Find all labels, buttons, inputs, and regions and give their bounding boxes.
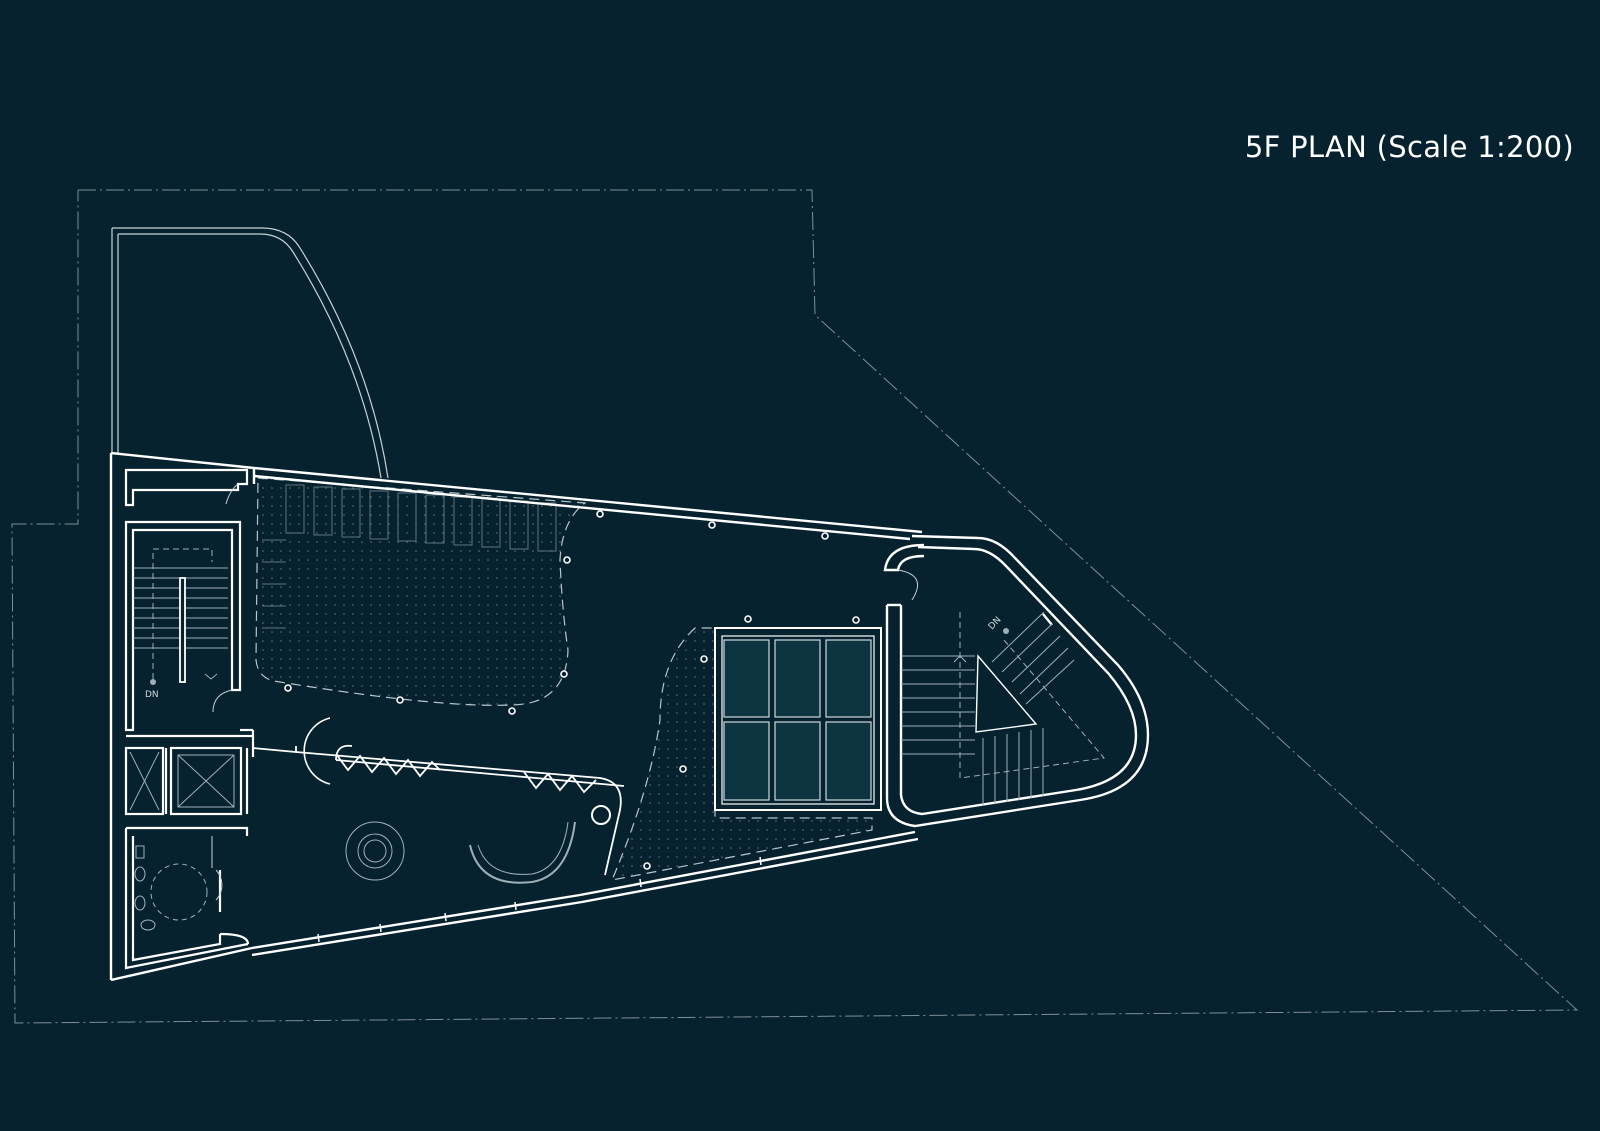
left-stair <box>133 548 228 683</box>
west-core-walls <box>124 468 255 970</box>
elevator-shafts <box>129 751 235 811</box>
toilet-fixtures <box>134 845 208 931</box>
exterior-walls <box>109 451 923 982</box>
roof-terrace-outline <box>111 227 389 479</box>
door-swings <box>211 483 239 901</box>
plan-title: 5F PLAN (Scale 1:200) <box>1244 130 1574 164</box>
door-swing-east <box>897 569 919 601</box>
round-column <box>591 805 611 825</box>
door-leaf-partition <box>303 717 331 785</box>
east-stair <box>901 611 1105 806</box>
east-stair-core-walls <box>883 534 1150 828</box>
right-stair-dn-label: DN <box>987 615 1004 632</box>
columns <box>284 510 860 870</box>
furniture <box>345 821 576 884</box>
window-mullions <box>317 856 762 943</box>
zigzag-partition <box>252 744 625 876</box>
east-stair-marker <box>1003 628 1009 634</box>
site-boundary <box>11 189 1579 1024</box>
left-stair-dn-label: DN <box>145 690 159 700</box>
dotted-floor-areas <box>255 477 873 881</box>
skylight <box>714 627 882 811</box>
stair-start-marker <box>150 679 156 685</box>
